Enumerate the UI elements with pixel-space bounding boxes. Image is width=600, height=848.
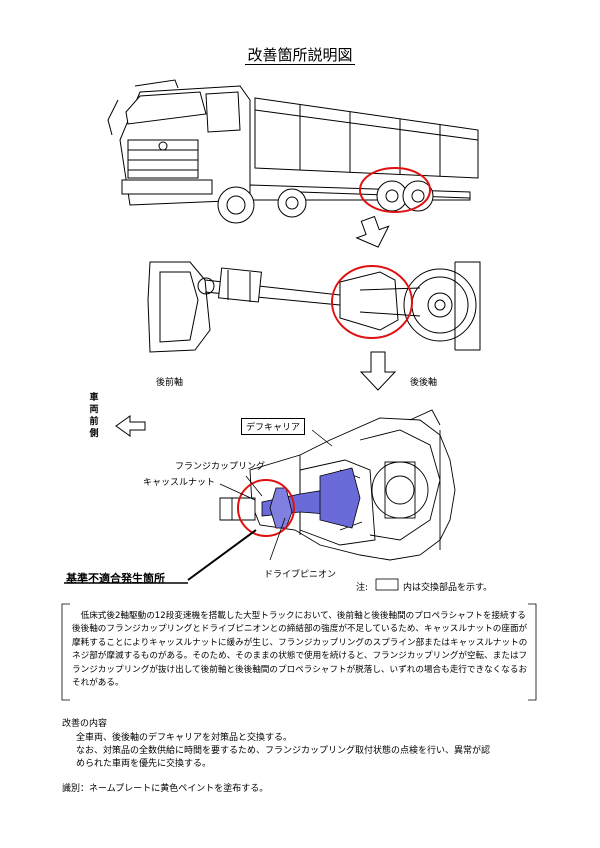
vehicle-front-label: 車両前側 bbox=[89, 393, 99, 439]
flange-coupling-label: フランジカップリング bbox=[175, 462, 266, 472]
improvement-heading: 改善の内容 bbox=[62, 719, 108, 729]
highlight-ellipse-axle bbox=[331, 265, 413, 339]
nonconformance-label: 基準不適合発生箇所 bbox=[66, 572, 165, 585]
diff-carrier-label: デフキャリア bbox=[241, 418, 306, 435]
highlight-circle-section bbox=[237, 479, 295, 537]
note-prefix: 注: bbox=[356, 583, 369, 593]
rear-front-axle-label: 後前軸 bbox=[156, 378, 184, 388]
down-arrow-1 bbox=[355, 215, 390, 248]
drive-pinion-label: ドライブピニオン bbox=[264, 570, 337, 580]
rear-rear-axle-label: 後後軸 bbox=[410, 378, 438, 388]
leader-lines bbox=[219, 429, 333, 561]
nonconformance-pointer bbox=[187, 529, 257, 581]
highlight-ellipse-truck bbox=[359, 167, 431, 213]
castle-nut-label: キャッスルナット bbox=[143, 478, 216, 488]
left-arrow bbox=[115, 415, 146, 437]
note-box bbox=[375, 578, 399, 591]
improvement-line-1: 全車両、後後軸のデフキャリアを対策品と交換する。 bbox=[76, 733, 293, 743]
identification-text: 識別：ネームプレートに黄色ペイントを塗布する。 bbox=[62, 784, 269, 794]
page-title: 改善箇所説明図 bbox=[245, 46, 355, 65]
improvement-line-2: なお、対策品の全数供給に時間を要するため、フランジカップリング取付状態の点検を行… bbox=[76, 746, 491, 756]
pinion-gear-part bbox=[319, 467, 361, 529]
down-arrow-2 bbox=[359, 351, 397, 391]
axle-drawing bbox=[147, 261, 481, 353]
truck-drawing bbox=[107, 79, 479, 224]
note-text: 内は交換部品を示す。 bbox=[403, 583, 493, 593]
summary-paragraph: 低床式後2軸駆動の12段変速機を搭載した大型トラックにおいて、後前軸と後後軸間の… bbox=[72, 611, 528, 689]
improvement-line-3: められた車両を優先に交換する。 bbox=[76, 759, 212, 769]
